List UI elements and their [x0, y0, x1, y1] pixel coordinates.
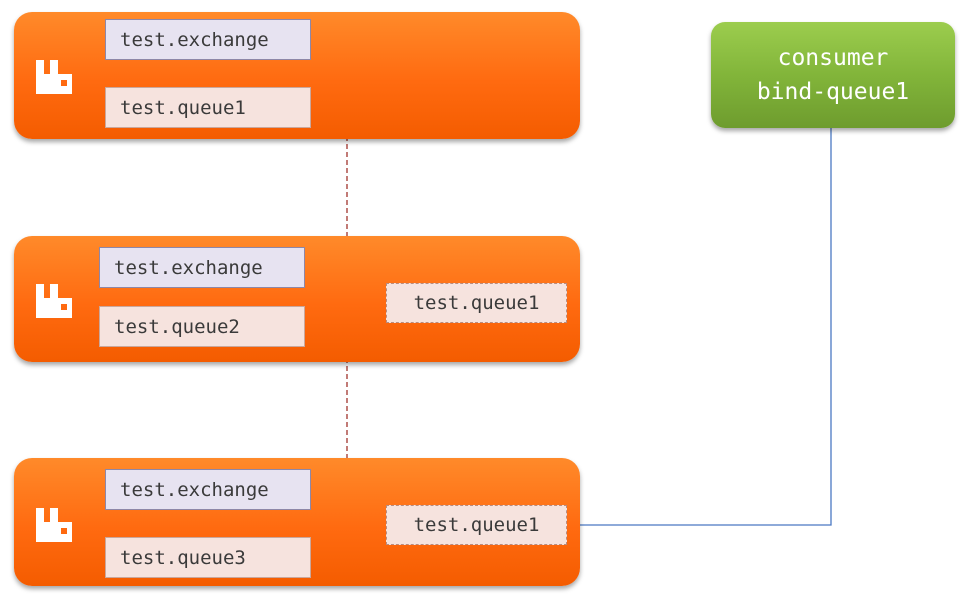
mirror-queue-label: test.queue1 — [386, 505, 567, 545]
queue-label: test.queue1 — [105, 87, 311, 128]
rabbitmq-node-3: test.exchange test.queue3 test.queue1 — [14, 458, 580, 586]
queue-label: test.queue2 — [99, 306, 305, 347]
exchange-label: test.exchange — [105, 469, 311, 510]
consumer-binding-line — [568, 128, 832, 531]
consumer-title: consumer — [777, 45, 889, 71]
rabbitmq-node-2: test.exchange test.queue2 test.queue1 — [14, 236, 580, 362]
consumer-box: consumer bind-queue1 — [711, 22, 955, 128]
rabbitmq-node-1: test.exchange test.queue1 — [14, 12, 580, 139]
exchange-label: test.exchange — [99, 247, 305, 288]
rabbitmq-logo-icon — [36, 284, 72, 318]
exchange-label: test.exchange — [105, 19, 311, 60]
mirror-queue-label: test.queue1 — [386, 283, 567, 323]
rabbitmq-logo-icon — [36, 508, 72, 542]
queue-label: test.queue3 — [105, 537, 311, 578]
rabbitmq-logo-icon — [36, 60, 72, 94]
consumer-binding: bind-queue1 — [756, 79, 910, 105]
